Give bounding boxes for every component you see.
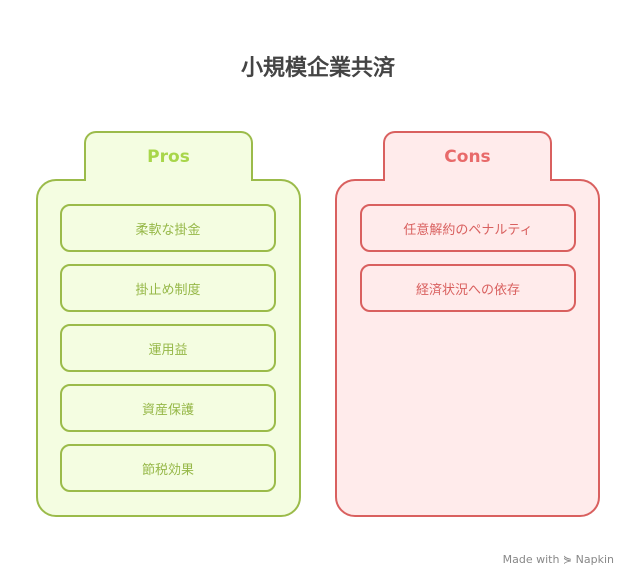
pros-tab-joint [86, 175, 251, 183]
cons-item: 経済状況への依存 [360, 264, 576, 312]
pros-item: 資産保護 [60, 384, 276, 432]
pros-item: 運用益 [60, 324, 276, 372]
cons-tab-joint [385, 175, 550, 183]
pros-header: Pros [84, 131, 253, 181]
pros-item: 掛止め制度 [60, 264, 276, 312]
cons-header: Cons [383, 131, 552, 181]
pros-item: 節税効果 [60, 444, 276, 492]
pros-item: 柔軟な掛金 [60, 204, 276, 252]
napkin-watermark: Made with ⋟ Napkin [502, 553, 614, 566]
cons-item: 任意解約のペナルティ [360, 204, 576, 252]
diagram-title: 小規模企業共済 [240, 56, 395, 81]
